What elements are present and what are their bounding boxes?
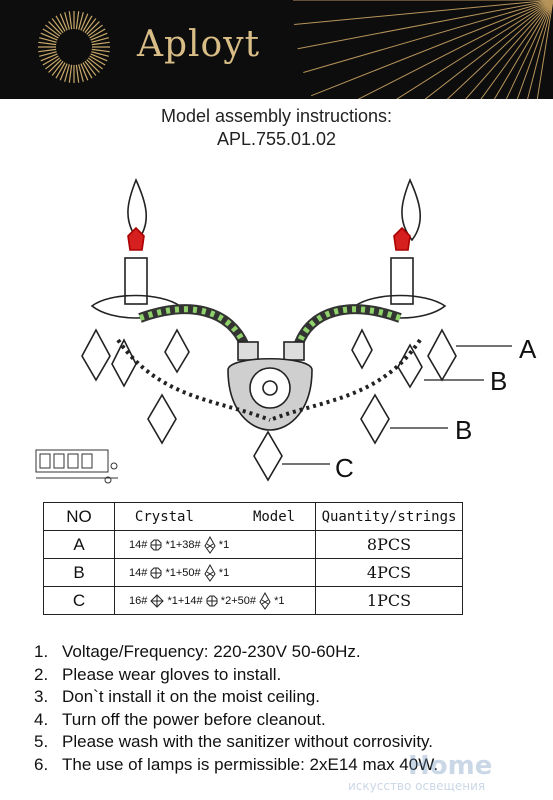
callout-c: C [335,453,354,483]
table-row: A 14# *1+38# *1 8PCS [43,530,463,559]
table-row: C 16# *1+14# *2+50# *1 1PCS [43,586,463,615]
octagon-bead-icon [206,595,218,606]
callout-b-upper: B [490,366,508,396]
header-crystal-model: Crystal Model [114,502,316,531]
list-item: 2.Please wear gloves to install. [34,664,282,684]
octagon-bead-icon [150,567,162,578]
header-crystal: Crystal [134,508,194,525]
chandelier-diagram [35,177,512,484]
teardrop-crystal-icon [204,563,216,582]
list-item: 5.Please wash with the sanitizer without… [34,732,434,752]
list-item: 6.The use of lamps is permissible: 2xE14… [34,754,439,774]
row-model: 16# *1+14# *2+50# *1 [114,586,316,615]
row-no: B [43,558,115,587]
wiring-diagram-icon [35,449,118,484]
row-no: A [43,530,115,559]
row-qty: 4PCS [315,558,463,587]
brand-name: Aployt [137,24,261,65]
teardrop-crystal-icon [204,535,216,554]
list-item: 4.Turn off the power before cleanout. [34,709,326,729]
callout-a: A [519,334,537,364]
teardrop-crystal-icon [259,591,271,610]
callout-b-lower: B [455,415,473,445]
table-row: B 14# *1+50# *1 4PCS [43,558,463,587]
row-qty: 8PCS [315,530,463,559]
row-qty: 1PCS [315,586,463,615]
safety-notes: 1.Voltage/Frequency: 220-230V 50-60Hz. 2… [34,641,438,777]
doc-title: Model assembly instructions: [160,106,393,126]
row-model: 14# *1+38# *1 [114,530,316,559]
svg-text:искусство освещения: искусство освещения [348,779,485,793]
brand-header: Aployt [0,0,553,99]
list-item: 3.Don`t install it on the moist ceiling. [34,687,320,707]
crystal-spec-table: NO Crystal Model Quantity/strings A 14# … [43,502,463,615]
model-number: APL.755.01.02 [216,129,337,149]
list-item: 1.Voltage/Frequency: 220-230V 50-60Hz. [34,642,361,661]
octagon-bead-icon [150,539,162,550]
header-qty: Quantity/strings [315,502,463,531]
diamond-bead-icon [150,593,165,608]
sunburst-logo-icon [38,0,553,99]
row-no: C [43,586,115,615]
row-model: 14# *1+50# *1 [114,558,316,587]
header-no: NO [43,502,115,531]
table-header-row: NO Crystal Model Quantity/strings [43,502,463,531]
header-model: Model [252,508,296,525]
